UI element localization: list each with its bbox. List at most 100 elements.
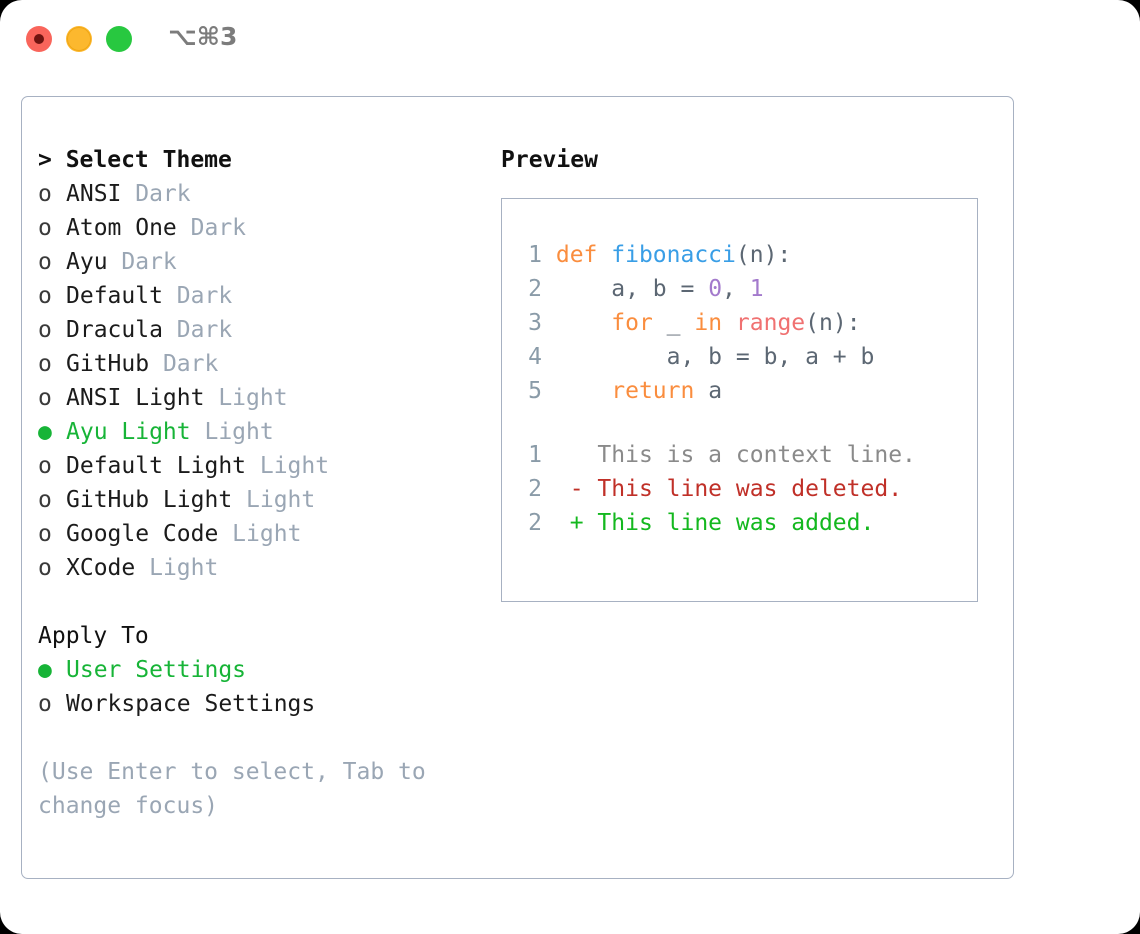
- code-token: [556, 310, 611, 336]
- code-token: in: [694, 310, 723, 336]
- preview-title: Preview: [501, 147, 598, 173]
- theme-option-variant: Light: [246, 453, 330, 479]
- code-token: return: [611, 378, 695, 404]
- line-number: 2: [528, 476, 542, 502]
- code-token: for: [611, 310, 653, 336]
- theme-option-dracula[interactable]: o Dracula Dark: [38, 313, 488, 347]
- theme-option-label: GitHub Light: [66, 487, 233, 513]
- radio-selected-icon: ●: [38, 657, 52, 683]
- code-line: 1 def fibonacci(n):: [518, 238, 968, 272]
- radio-unselected-icon: o: [38, 453, 52, 479]
- line-number: 2: [528, 276, 542, 302]
- apply-to-option-label: User Settings: [66, 657, 247, 683]
- radio-unselected-icon: o: [38, 181, 52, 207]
- code-token: (n):: [735, 242, 792, 268]
- theme-option-label: Atom One: [66, 215, 177, 241]
- theme-option-label: Dracula: [66, 317, 163, 343]
- code-token: a, b = b, a + b: [555, 344, 875, 370]
- theme-option-label: GitHub: [66, 351, 150, 377]
- code-token: _: [652, 310, 695, 336]
- line-number: 1: [528, 442, 542, 468]
- theme-option-variant: Dark: [149, 351, 219, 377]
- code-token: def: [555, 242, 612, 268]
- maximize-window-button[interactable]: [106, 26, 132, 52]
- minimize-window-button[interactable]: [66, 26, 92, 52]
- diff-line: 2 - This line was deleted.: [518, 472, 968, 506]
- theme-option-variant: Light: [135, 555, 219, 581]
- apply-to-option-user-settings[interactable]: ● User Settings: [38, 653, 488, 687]
- theme-option-github-light[interactable]: o GitHub Light Light: [38, 483, 488, 517]
- line-number: 2: [528, 510, 542, 536]
- preview-column: Preview 1 def fibonacci(n):2 a, b = 0, 1…: [501, 143, 978, 602]
- code-token: fibonacci: [611, 242, 736, 268]
- diff-line: 1 This is a context line.: [518, 438, 968, 472]
- theme-option-label: Google Code: [66, 521, 219, 547]
- theme-option-github[interactable]: o GitHub Dark: [38, 347, 488, 381]
- theme-option-label: ANSI Light: [66, 385, 205, 411]
- diff-line-group: 1 This is a context line.2 - This line w…: [518, 438, 968, 540]
- theme-option-variant: Light: [232, 487, 316, 513]
- radio-unselected-icon: o: [38, 249, 52, 275]
- theme-option-variant: Dark: [121, 181, 191, 207]
- theme-option-label: Default Light: [66, 453, 247, 479]
- apply-to-option-label: Workspace Settings: [66, 691, 316, 717]
- code-line: 3 for _ in range(n):: [518, 306, 968, 340]
- code-token: 0: [708, 276, 723, 302]
- radio-unselected-icon: o: [38, 487, 52, 513]
- keyboard-shortcut-label: ⌥⌘3: [168, 22, 238, 51]
- radio-unselected-icon: o: [38, 555, 52, 581]
- theme-option-variant: Light: [204, 385, 288, 411]
- theme-option-label: Ayu Light: [66, 419, 191, 445]
- close-window-button[interactable]: [26, 26, 52, 52]
- theme-option-variant: Dark: [162, 283, 233, 309]
- theme-option-label: XCode: [66, 555, 136, 581]
- theme-option-label: Ayu: [66, 249, 108, 275]
- code-line: 2 a, b = 0, 1: [518, 272, 968, 306]
- theme-option-ayu-light[interactable]: ● Ayu Light Light: [38, 415, 488, 449]
- code-line: 4 a, b = b, a + b: [518, 340, 968, 374]
- radio-unselected-icon: o: [38, 317, 52, 343]
- line-number: 5: [528, 378, 542, 404]
- radio-unselected-icon: o: [38, 283, 52, 309]
- code-token: range: [735, 310, 806, 336]
- theme-option-atom-one[interactable]: o Atom One Dark: [38, 211, 488, 245]
- theme-option-variant: Dark: [107, 249, 177, 275]
- apply-to-option-list: ● User Settings o Workspace Settings: [38, 653, 488, 721]
- radio-unselected-icon: o: [38, 385, 52, 411]
- radio-unselected-icon: o: [38, 351, 52, 377]
- theme-option-variant: Dark: [176, 215, 247, 241]
- apply-to-option-workspace-settings[interactable]: o Workspace Settings: [38, 687, 488, 721]
- code-token: a: [694, 378, 723, 404]
- radio-unselected-icon: o: [38, 691, 52, 717]
- theme-option-default[interactable]: o Default Dark: [38, 279, 488, 313]
- theme-option-xcode[interactable]: o XCode Light: [38, 551, 488, 585]
- theme-option-variant: Dark: [162, 317, 233, 343]
- code-token: [722, 310, 736, 336]
- radio-selected-icon: ●: [38, 419, 52, 445]
- diff-text: This is a context line.: [569, 442, 916, 468]
- theme-option-ayu[interactable]: o Ayu Dark: [38, 245, 488, 279]
- code-line: 5 return a: [518, 374, 968, 408]
- theme-option-variant: Light: [190, 419, 274, 445]
- diff-text: - This line was deleted.: [569, 476, 903, 502]
- code-token: a, b =: [555, 276, 709, 302]
- diff-line: 2 + This line was added.: [518, 506, 968, 540]
- theme-option-default-light[interactable]: o Default Light Light: [38, 449, 488, 483]
- theme-option-label: Default: [66, 283, 163, 309]
- theme-option-ansi-light[interactable]: o ANSI Light Light: [38, 381, 488, 415]
- code-token: [556, 378, 611, 404]
- radio-unselected-icon: o: [38, 215, 52, 241]
- code-token: (n):: [805, 310, 861, 336]
- line-number: 3: [528, 310, 542, 336]
- line-number: 1: [528, 242, 542, 268]
- line-number: 4: [528, 344, 542, 370]
- select-theme-header: > Select Theme: [38, 147, 232, 173]
